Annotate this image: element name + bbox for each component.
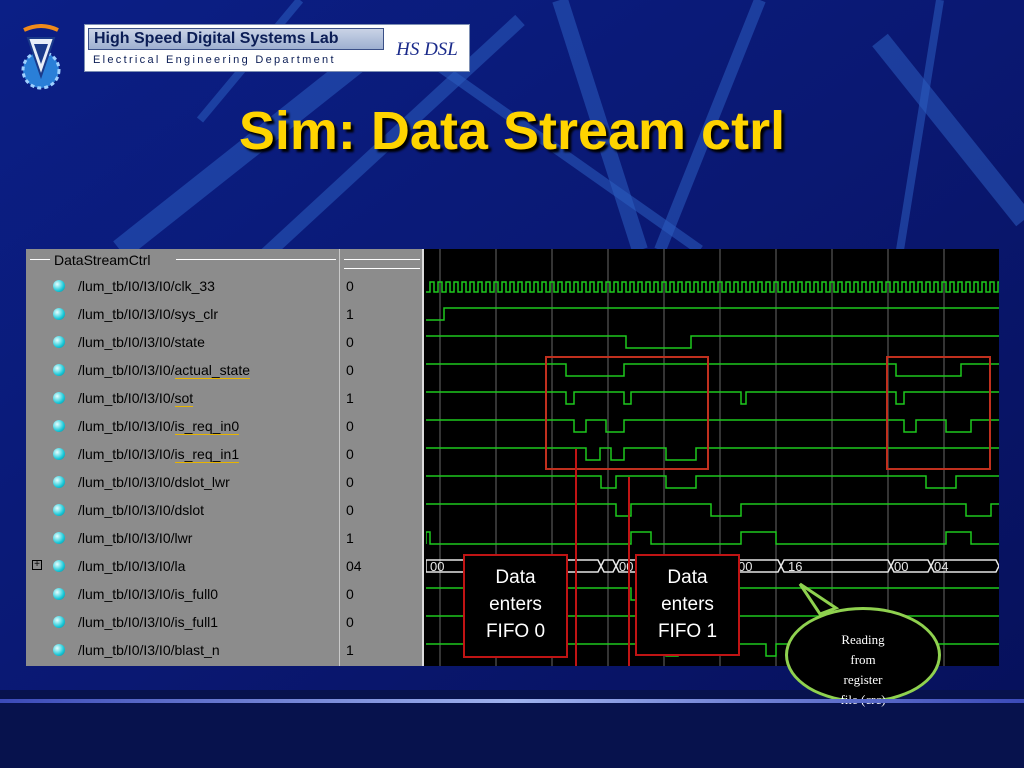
- signal-status-icon: [53, 560, 65, 572]
- signal-value: 1: [346, 642, 354, 658]
- signal-value: 0: [346, 278, 354, 294]
- signal-row-lwr[interactable]: /lum_tb/I0/I3/I0/lwr: [26, 524, 340, 552]
- bus-value-label: 00: [738, 559, 752, 574]
- signal-name: /lum_tb/I0/I3/I0/actual_state: [78, 362, 250, 379]
- signal-name: /lum_tb/I0/I3/I0/is_full1: [78, 614, 219, 630]
- signal-row-is-full0[interactable]: /lum_tb/I0/I3/I0/is_full0: [26, 580, 340, 608]
- signal-row-dslot[interactable]: /lum_tb/I0/I3/I0/dslot: [26, 496, 340, 524]
- waveform-trace: [426, 447, 999, 461]
- signal-status-icon: [53, 448, 65, 460]
- signal-value: 1: [346, 306, 354, 322]
- signal-row-clk-33[interactable]: /lum_tb/I0/I3/I0/clk_33: [26, 272, 340, 300]
- waveform-trace: [426, 281, 999, 293]
- waveform-area[interactable]: 00 00 00 16 00 04: [426, 249, 999, 666]
- waveform-viewer: DataStreamCtrl /lum_tb/I0/I3/I0/clk_33/l…: [26, 249, 999, 666]
- signal-value: 0: [346, 586, 354, 602]
- signal-names-pane: DataStreamCtrl /lum_tb/I0/I3/I0/clk_33/l…: [26, 249, 340, 666]
- waveform-trace: [426, 363, 999, 377]
- signal-value: 1: [346, 530, 354, 546]
- lab-abbrev: HS DSL: [396, 39, 458, 60]
- signal-value: 0: [346, 334, 354, 350]
- waveform-trace: [426, 391, 999, 405]
- callout-fifo1: Data enters FIFO 1: [635, 554, 740, 656]
- signal-row-sys-clr[interactable]: /lum_tb/I0/I3/I0/sys_clr: [26, 300, 340, 328]
- signal-row-actual-state[interactable]: /lum_tb/I0/I3/I0/actual_state: [26, 356, 340, 384]
- signal-row-sot[interactable]: /lum_tb/I0/I3/I0/sot: [26, 384, 340, 412]
- signal-value: 0: [346, 502, 354, 518]
- signal-status-icon: [53, 616, 65, 628]
- lab-department: Electrical Engineering Department: [93, 54, 336, 66]
- signal-status-icon: [53, 280, 65, 292]
- lab-banner: High Speed Digital Systems Lab Electrica…: [84, 24, 470, 72]
- bus-value-label: 00: [894, 559, 908, 574]
- signal-status-icon: [53, 392, 65, 404]
- waveform-trace: [426, 531, 999, 545]
- signal-name: /lum_tb/I0/I3/I0/state: [78, 334, 205, 350]
- lab-name: High Speed Digital Systems Lab: [88, 28, 384, 50]
- bus-value-label: 04: [934, 559, 948, 574]
- highlight-box: [886, 356, 991, 470]
- signal-value: 0: [346, 418, 354, 434]
- waveform-trace: [426, 335, 999, 349]
- signal-name: /lum_tb/I0/I3/I0/sys_clr: [78, 306, 219, 322]
- signal-status-icon: [53, 504, 65, 516]
- signal-values-pane: 0 1 0 0 1 0 0 0 0 1 04 0 0 1: [340, 249, 424, 666]
- signal-row-state[interactable]: /lum_tb/I0/I3/I0/state: [26, 328, 340, 356]
- signal-name: /lum_tb/I0/I3/I0/is_req_in0: [78, 418, 240, 435]
- signal-value: 04: [346, 558, 362, 574]
- waveform-trace: [426, 419, 999, 433]
- waveform-trace: [426, 307, 999, 321]
- signal-group-header[interactable]: DataStreamCtrl: [26, 249, 340, 271]
- expand-toggle-icon[interactable]: +: [32, 560, 42, 570]
- signal-status-icon: [53, 588, 65, 600]
- signal-name: /lum_tb/I0/I3/I0/lwr: [78, 530, 193, 546]
- signal-name: /lum_tb/I0/I3/I0/clk_33: [78, 278, 215, 294]
- signal-status-icon: [53, 364, 65, 376]
- signal-name: /lum_tb/I0/I3/I0/sot: [78, 390, 194, 407]
- signal-row-is-full1[interactable]: /lum_tb/I0/I3/I0/is_full1: [26, 608, 340, 636]
- slide-title: Sim: Data Stream ctrl: [238, 101, 786, 161]
- signal-row-la[interactable]: + /lum_tb/I0/I3/I0/la: [26, 552, 340, 580]
- signal-value: 0: [346, 446, 354, 462]
- callout-register-reading: Reading from register file (crc): [785, 607, 941, 707]
- technion-logo-icon: [21, 24, 61, 90]
- signal-name: /lum_tb/I0/I3/I0/dslot_lwr: [78, 474, 230, 490]
- signal-name: /lum_tb/I0/I3/I0/is_full0: [78, 586, 219, 602]
- bus-value-label: 16: [788, 559, 802, 574]
- callout-fifo0: Data enters FIFO 0: [463, 554, 568, 658]
- signal-value: 0: [346, 614, 354, 630]
- signal-value: 0: [346, 474, 354, 490]
- signal-name: /lum_tb/I0/I3/I0/is_req_in1: [78, 446, 240, 463]
- signal-name: /lum_tb/I0/I3/I0/la: [78, 558, 186, 574]
- waveform-trace: [426, 475, 999, 489]
- signal-value: 1: [346, 390, 354, 406]
- footer-divider: [0, 699, 1024, 703]
- signal-value: 0: [346, 362, 354, 378]
- bus-value-label: 00: [430, 559, 444, 574]
- signal-name: /lum_tb/I0/I3/I0/dslot: [78, 502, 205, 518]
- signal-status-icon: [53, 308, 65, 320]
- signal-group-label: DataStreamCtrl: [54, 252, 151, 268]
- bus-value-label: 00: [619, 559, 633, 574]
- signal-row-is-req-in0[interactable]: /lum_tb/I0/I3/I0/is_req_in0: [26, 412, 340, 440]
- signal-row-blast-n[interactable]: /lum_tb/I0/I3/I0/blast_n: [26, 636, 340, 664]
- signal-status-icon: [53, 644, 65, 656]
- signal-name: /lum_tb/I0/I3/I0/blast_n: [78, 642, 220, 658]
- signal-status-icon: [53, 476, 65, 488]
- signal-row-dslot-lwr[interactable]: /lum_tb/I0/I3/I0/dslot_lwr: [26, 468, 340, 496]
- signal-row-is-req-in1[interactable]: /lum_tb/I0/I3/I0/is_req_in1: [26, 440, 340, 468]
- signal-status-icon: [53, 420, 65, 432]
- signal-status-icon: [53, 336, 65, 348]
- highlight-box: [545, 356, 709, 470]
- waveform-trace: [426, 503, 999, 517]
- signal-status-icon: [53, 532, 65, 544]
